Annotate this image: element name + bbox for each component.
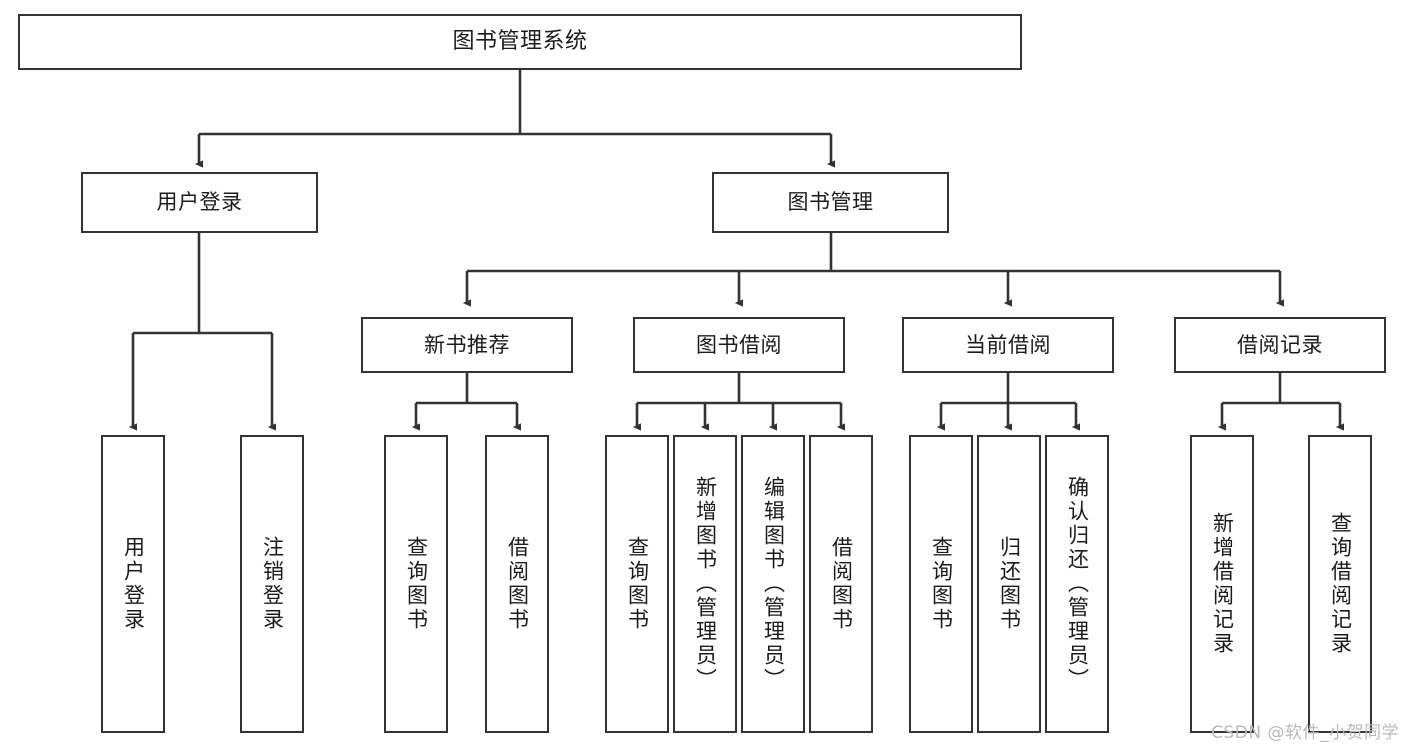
node-label: 新增借阅记录 [1210,512,1235,656]
node-label: 查询图书 [929,536,954,632]
node-label: 借阅记录 [1237,332,1323,357]
leaf-current-borrow-return-book[interactable]: 归还图书 [977,435,1041,733]
leaf-borrow-record-query-record[interactable]: 查询借阅记录 [1308,435,1372,733]
node-current-borrowing[interactable]: 当前借阅 [902,317,1114,373]
leaf-current-borrow-confirm-return-admin[interactable]: 确认归还（管理员） [1045,435,1109,733]
leaf-book-borrow-borrow-book[interactable]: 借阅图书 [809,435,873,733]
node-label: 归还图书 [997,536,1022,632]
node-new-book-recommendation[interactable]: 新书推荐 [361,317,573,373]
node-label: 查询借阅记录 [1328,512,1353,656]
node-label: 注销登录 [260,536,285,632]
node-label: 图书管理系统 [452,29,588,55]
leaf-user-login-login[interactable]: 用户登录 [101,435,165,733]
node-label: 新书推荐 [424,332,510,357]
node-user-login[interactable]: 用户登录 [81,172,318,233]
leaf-borrow-record-add-record[interactable]: 新增借阅记录 [1190,435,1254,733]
node-label: 当前借阅 [965,332,1051,357]
node-label: 借阅图书 [505,536,530,632]
leaf-current-borrow-query-book[interactable]: 查询图书 [909,435,973,733]
node-label: 确认归还（管理员） [1065,476,1090,692]
node-label: 图书管理 [787,190,874,215]
node-label: 借阅图书 [829,536,854,632]
node-root-book-management-system[interactable]: 图书管理系统 [18,14,1022,70]
node-label: 新增图书（管理员） [693,476,718,692]
leaf-book-borrow-query-book[interactable]: 查询图书 [605,435,669,733]
node-label: 查询图书 [625,536,650,632]
csdn-watermark: CSDN @软件_小贺同学 [1211,723,1399,743]
node-label: 查询图书 [404,536,429,632]
leaf-book-borrow-add-book-admin[interactable]: 新增图书（管理员） [673,435,737,733]
leaf-user-login-logout[interactable]: 注销登录 [240,435,304,733]
node-borrowing-record[interactable]: 借阅记录 [1174,317,1386,373]
node-label: 用户登录 [121,536,146,632]
node-label: 图书借阅 [696,332,782,357]
node-book-borrowing[interactable]: 图书借阅 [633,317,845,373]
leaf-new-book-borrow-book[interactable]: 借阅图书 [485,435,549,733]
leaf-new-book-query-book[interactable]: 查询图书 [384,435,448,733]
node-label: 编辑图书（管理员） [761,476,786,692]
node-book-management[interactable]: 图书管理 [712,172,949,233]
node-label: 用户登录 [156,190,243,215]
leaf-book-borrow-edit-book-admin[interactable]: 编辑图书（管理员） [741,435,805,733]
